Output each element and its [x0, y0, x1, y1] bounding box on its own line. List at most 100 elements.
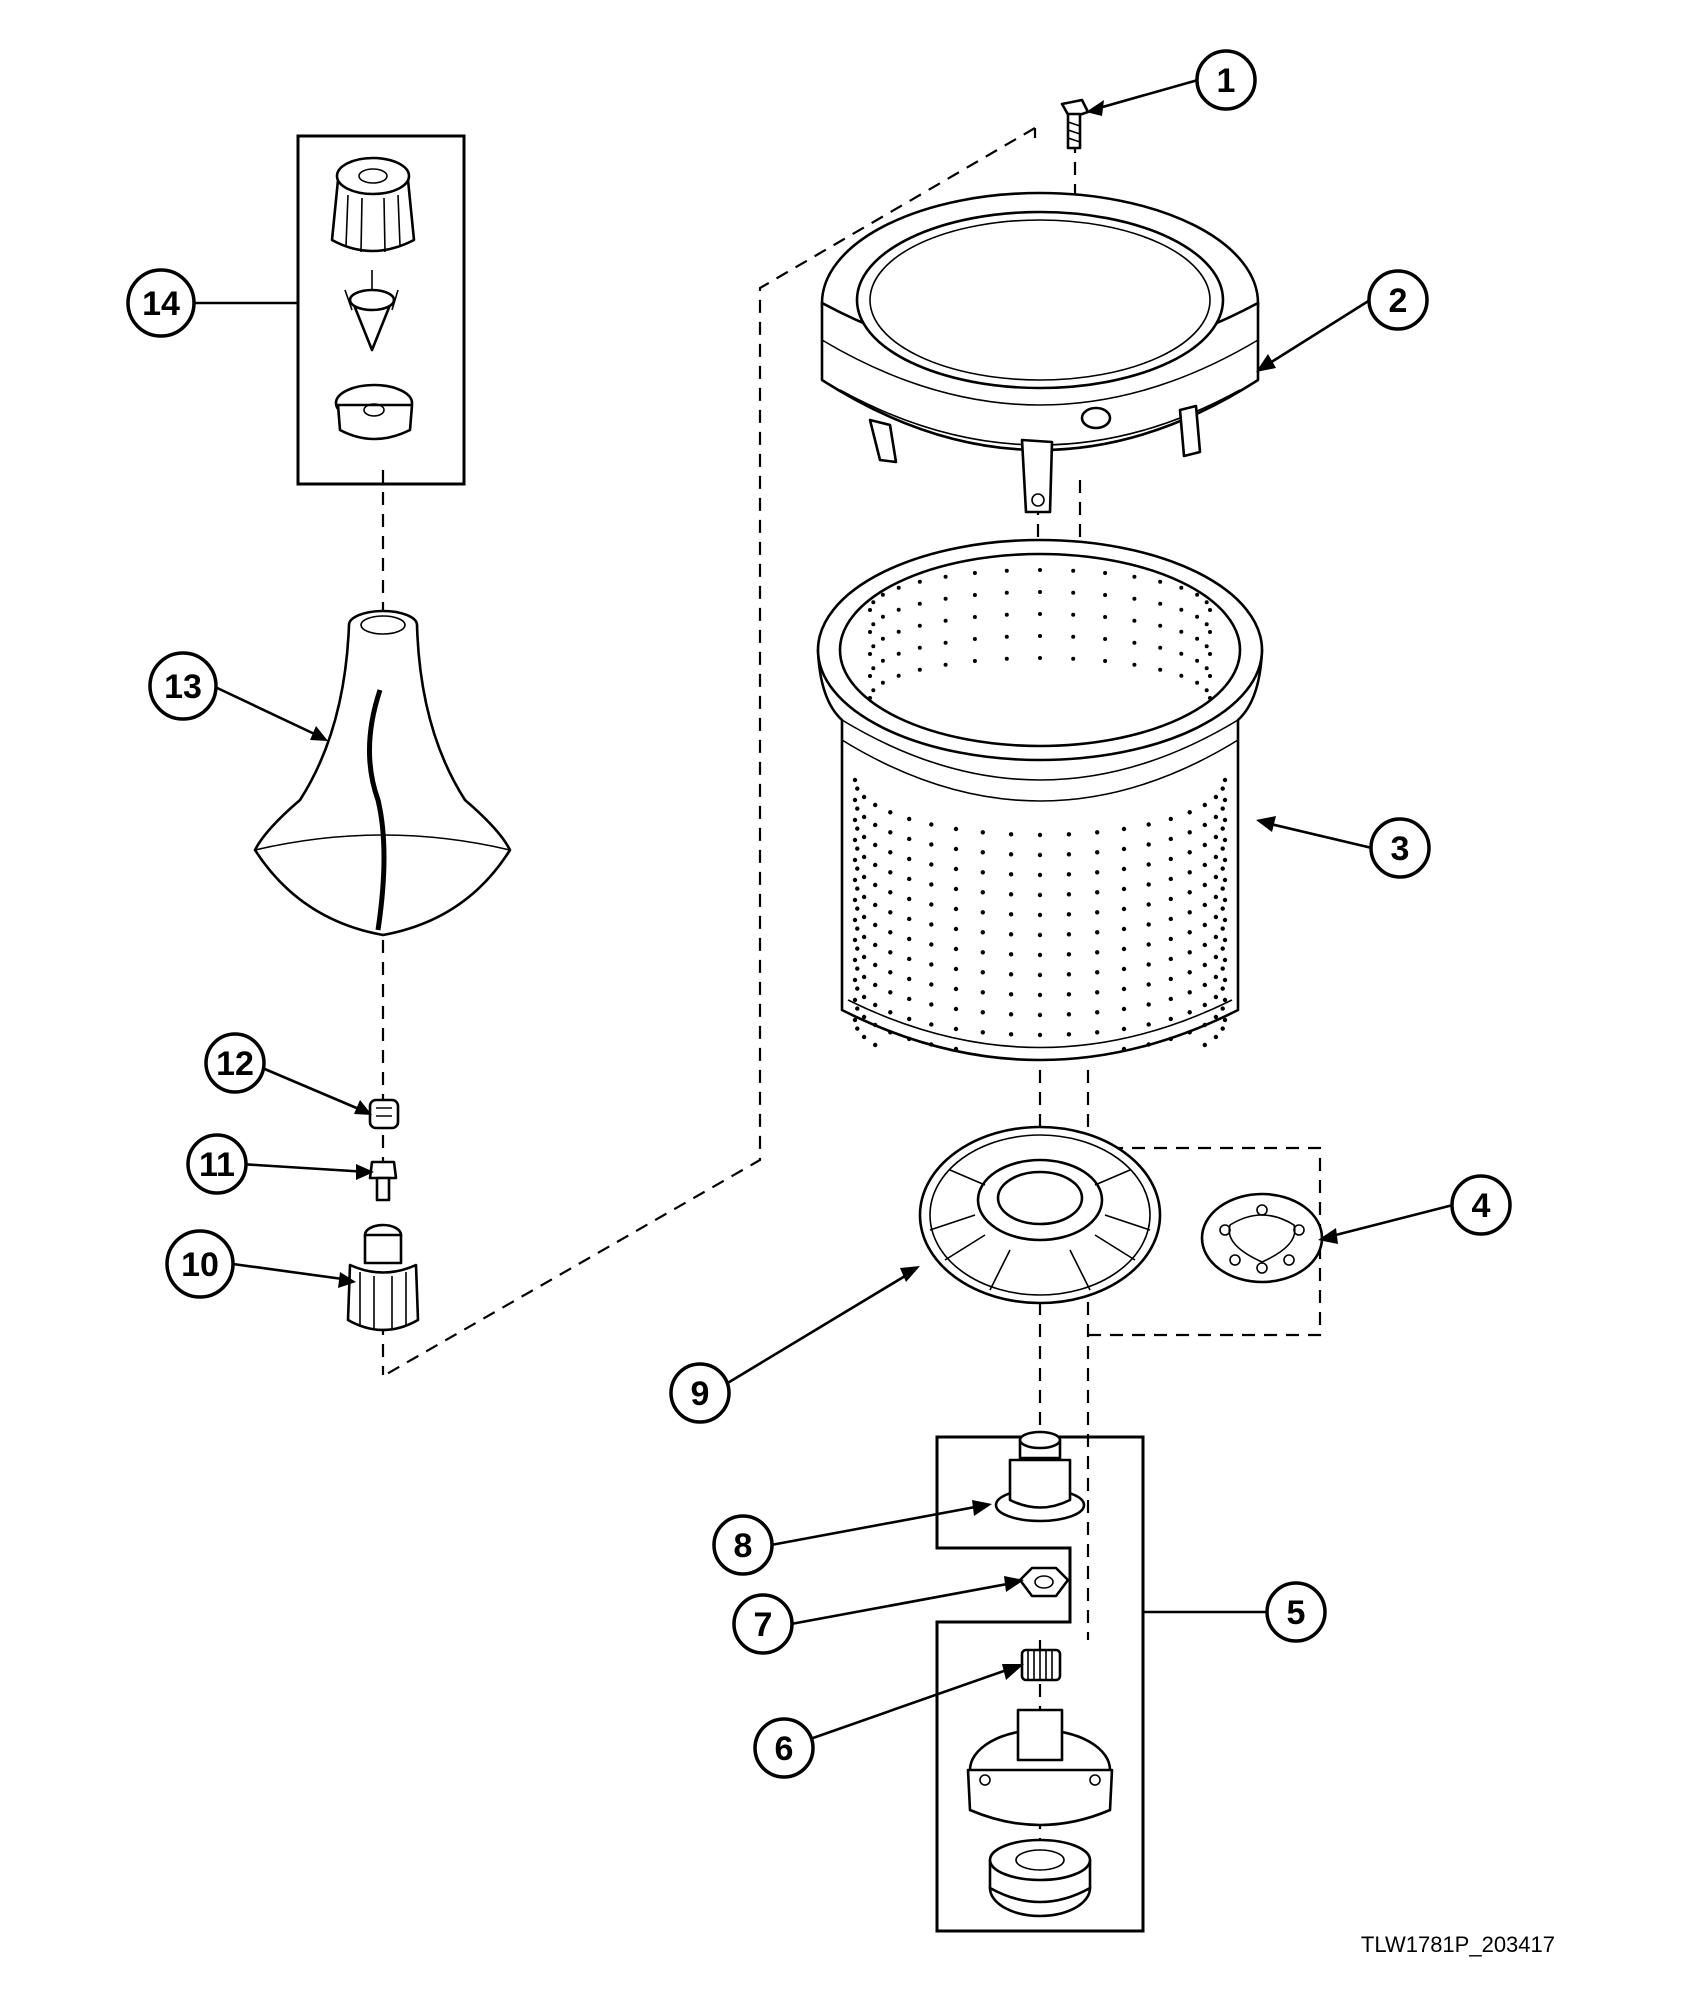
- perforation-dot: [888, 810, 893, 815]
- perforation-dot: [1008, 852, 1014, 857]
- perforation-dot: [873, 882, 878, 888]
- callout-4: 4: [1450, 1174, 1512, 1236]
- perforation-dot: [1220, 786, 1225, 791]
- perforation-dot: [1037, 932, 1043, 938]
- perforation-dot: [1146, 882, 1151, 887]
- callout-label: 9: [691, 1375, 710, 1413]
- perforation-dot: [1179, 629, 1184, 634]
- perforation-dot: [953, 926, 959, 932]
- perforation-dot: [929, 862, 934, 867]
- perforation-dot: [1066, 992, 1072, 997]
- perforation-dot: [1168, 856, 1174, 862]
- perforation-dot: [1038, 612, 1042, 616]
- perforation-dot: [861, 934, 867, 940]
- perforation-dot: [953, 1006, 959, 1012]
- perforation-dot: [873, 922, 878, 928]
- perforation-dot: [972, 615, 977, 619]
- perforation-dot: [1158, 623, 1163, 628]
- perforation-dot: [1095, 910, 1100, 915]
- perforation-dot: [1071, 590, 1076, 595]
- perforation-dot: [907, 896, 912, 902]
- callout-label: 13: [164, 668, 202, 706]
- perforation-dot: [1222, 917, 1228, 923]
- part-7-hex-nut: [1018, 1566, 1070, 1598]
- perforation-dot: [1066, 832, 1072, 837]
- perforation-dot: [855, 886, 860, 891]
- perforation-dot: [1146, 922, 1151, 927]
- perforation-dot: [953, 906, 959, 912]
- perforation-dot: [980, 870, 985, 875]
- perforation-dot: [1222, 1017, 1228, 1023]
- callout-12: 12: [204, 1032, 266, 1094]
- perforation-dot: [861, 914, 867, 920]
- perforation-dot: [917, 579, 922, 584]
- perforation-dot: [861, 974, 867, 980]
- perforation-dot: [888, 910, 893, 915]
- perforation-dot: [888, 1030, 893, 1035]
- callout-label: 14: [142, 285, 180, 323]
- perforation-dot: [943, 574, 948, 579]
- perforation-dot: [1213, 1034, 1219, 1040]
- perforation-dot: [852, 937, 858, 943]
- part-12-cap: [368, 1098, 400, 1130]
- perforation-dot: [980, 850, 985, 855]
- perforation-dot: [1213, 1014, 1219, 1020]
- perforation-dot: [1195, 592, 1200, 597]
- callout-5: 5: [1265, 1581, 1327, 1643]
- perforation-dot: [855, 866, 860, 871]
- perforation-dot: [852, 897, 858, 903]
- perforation-dot: [855, 826, 860, 831]
- perforation-dot: [1146, 902, 1151, 907]
- part-6-spline-collar: [1020, 1648, 1062, 1682]
- perforation-dot: [1095, 850, 1100, 855]
- perforation-dot: [1037, 1012, 1043, 1018]
- perforation-dot: [1037, 872, 1043, 878]
- perforation-dot: [1008, 892, 1014, 897]
- perforation-dot: [1202, 1042, 1208, 1048]
- perforation-dot: [972, 571, 977, 575]
- perforation-dot: [888, 830, 893, 835]
- perforation-dot: [852, 997, 858, 1003]
- perforation-dot: [1222, 777, 1228, 783]
- perforation-dot: [1121, 966, 1127, 972]
- perforation-dot: [980, 930, 985, 935]
- perforation-dot: [1204, 600, 1209, 605]
- perforation-dot: [1202, 802, 1208, 808]
- perforation-dot: [888, 870, 893, 875]
- perforation-dot: [1222, 897, 1228, 903]
- perforation-dot: [943, 640, 948, 645]
- perforation-dot: [868, 696, 872, 700]
- perforation-dot: [1208, 674, 1212, 678]
- perforation-dot: [852, 917, 858, 923]
- perforation-dot: [1008, 1012, 1014, 1017]
- perforation-dot: [1066, 912, 1072, 917]
- perforation-dot: [1103, 615, 1108, 619]
- perforation-dot: [907, 1016, 912, 1022]
- perforation-dot: [1187, 1030, 1192, 1035]
- perforation-dot: [1103, 659, 1108, 663]
- part-14-kit-box: [296, 134, 466, 486]
- perforation-dot: [1095, 870, 1100, 875]
- perforation-dot: [1168, 1036, 1174, 1042]
- perforation-dot: [953, 986, 959, 992]
- perforation-dot: [1179, 651, 1184, 656]
- perforation-dot: [1168, 976, 1174, 982]
- perforation-dot: [1187, 1010, 1192, 1015]
- diagram-reference-code: TLW1781P_203417: [1361, 1932, 1555, 1957]
- perforation-dot: [896, 607, 901, 612]
- perforation-dot: [1158, 645, 1163, 650]
- perforation-dot: [852, 857, 858, 863]
- perforation-dot: [1158, 667, 1163, 672]
- callout-label: 5: [1287, 1594, 1306, 1632]
- perforation-dot: [871, 688, 876, 693]
- perforation-dot: [1066, 892, 1072, 897]
- callout-label: 3: [1391, 830, 1410, 868]
- perforation-dot: [1220, 846, 1225, 851]
- perforation-dot: [871, 622, 876, 627]
- perforation-dot: [1222, 977, 1228, 983]
- perforation-dot: [1008, 932, 1014, 937]
- perforation-dot: [1187, 950, 1192, 955]
- perforation-dot: [1121, 986, 1127, 992]
- perforation-dot: [873, 982, 878, 988]
- perforation-dot: [1004, 612, 1009, 617]
